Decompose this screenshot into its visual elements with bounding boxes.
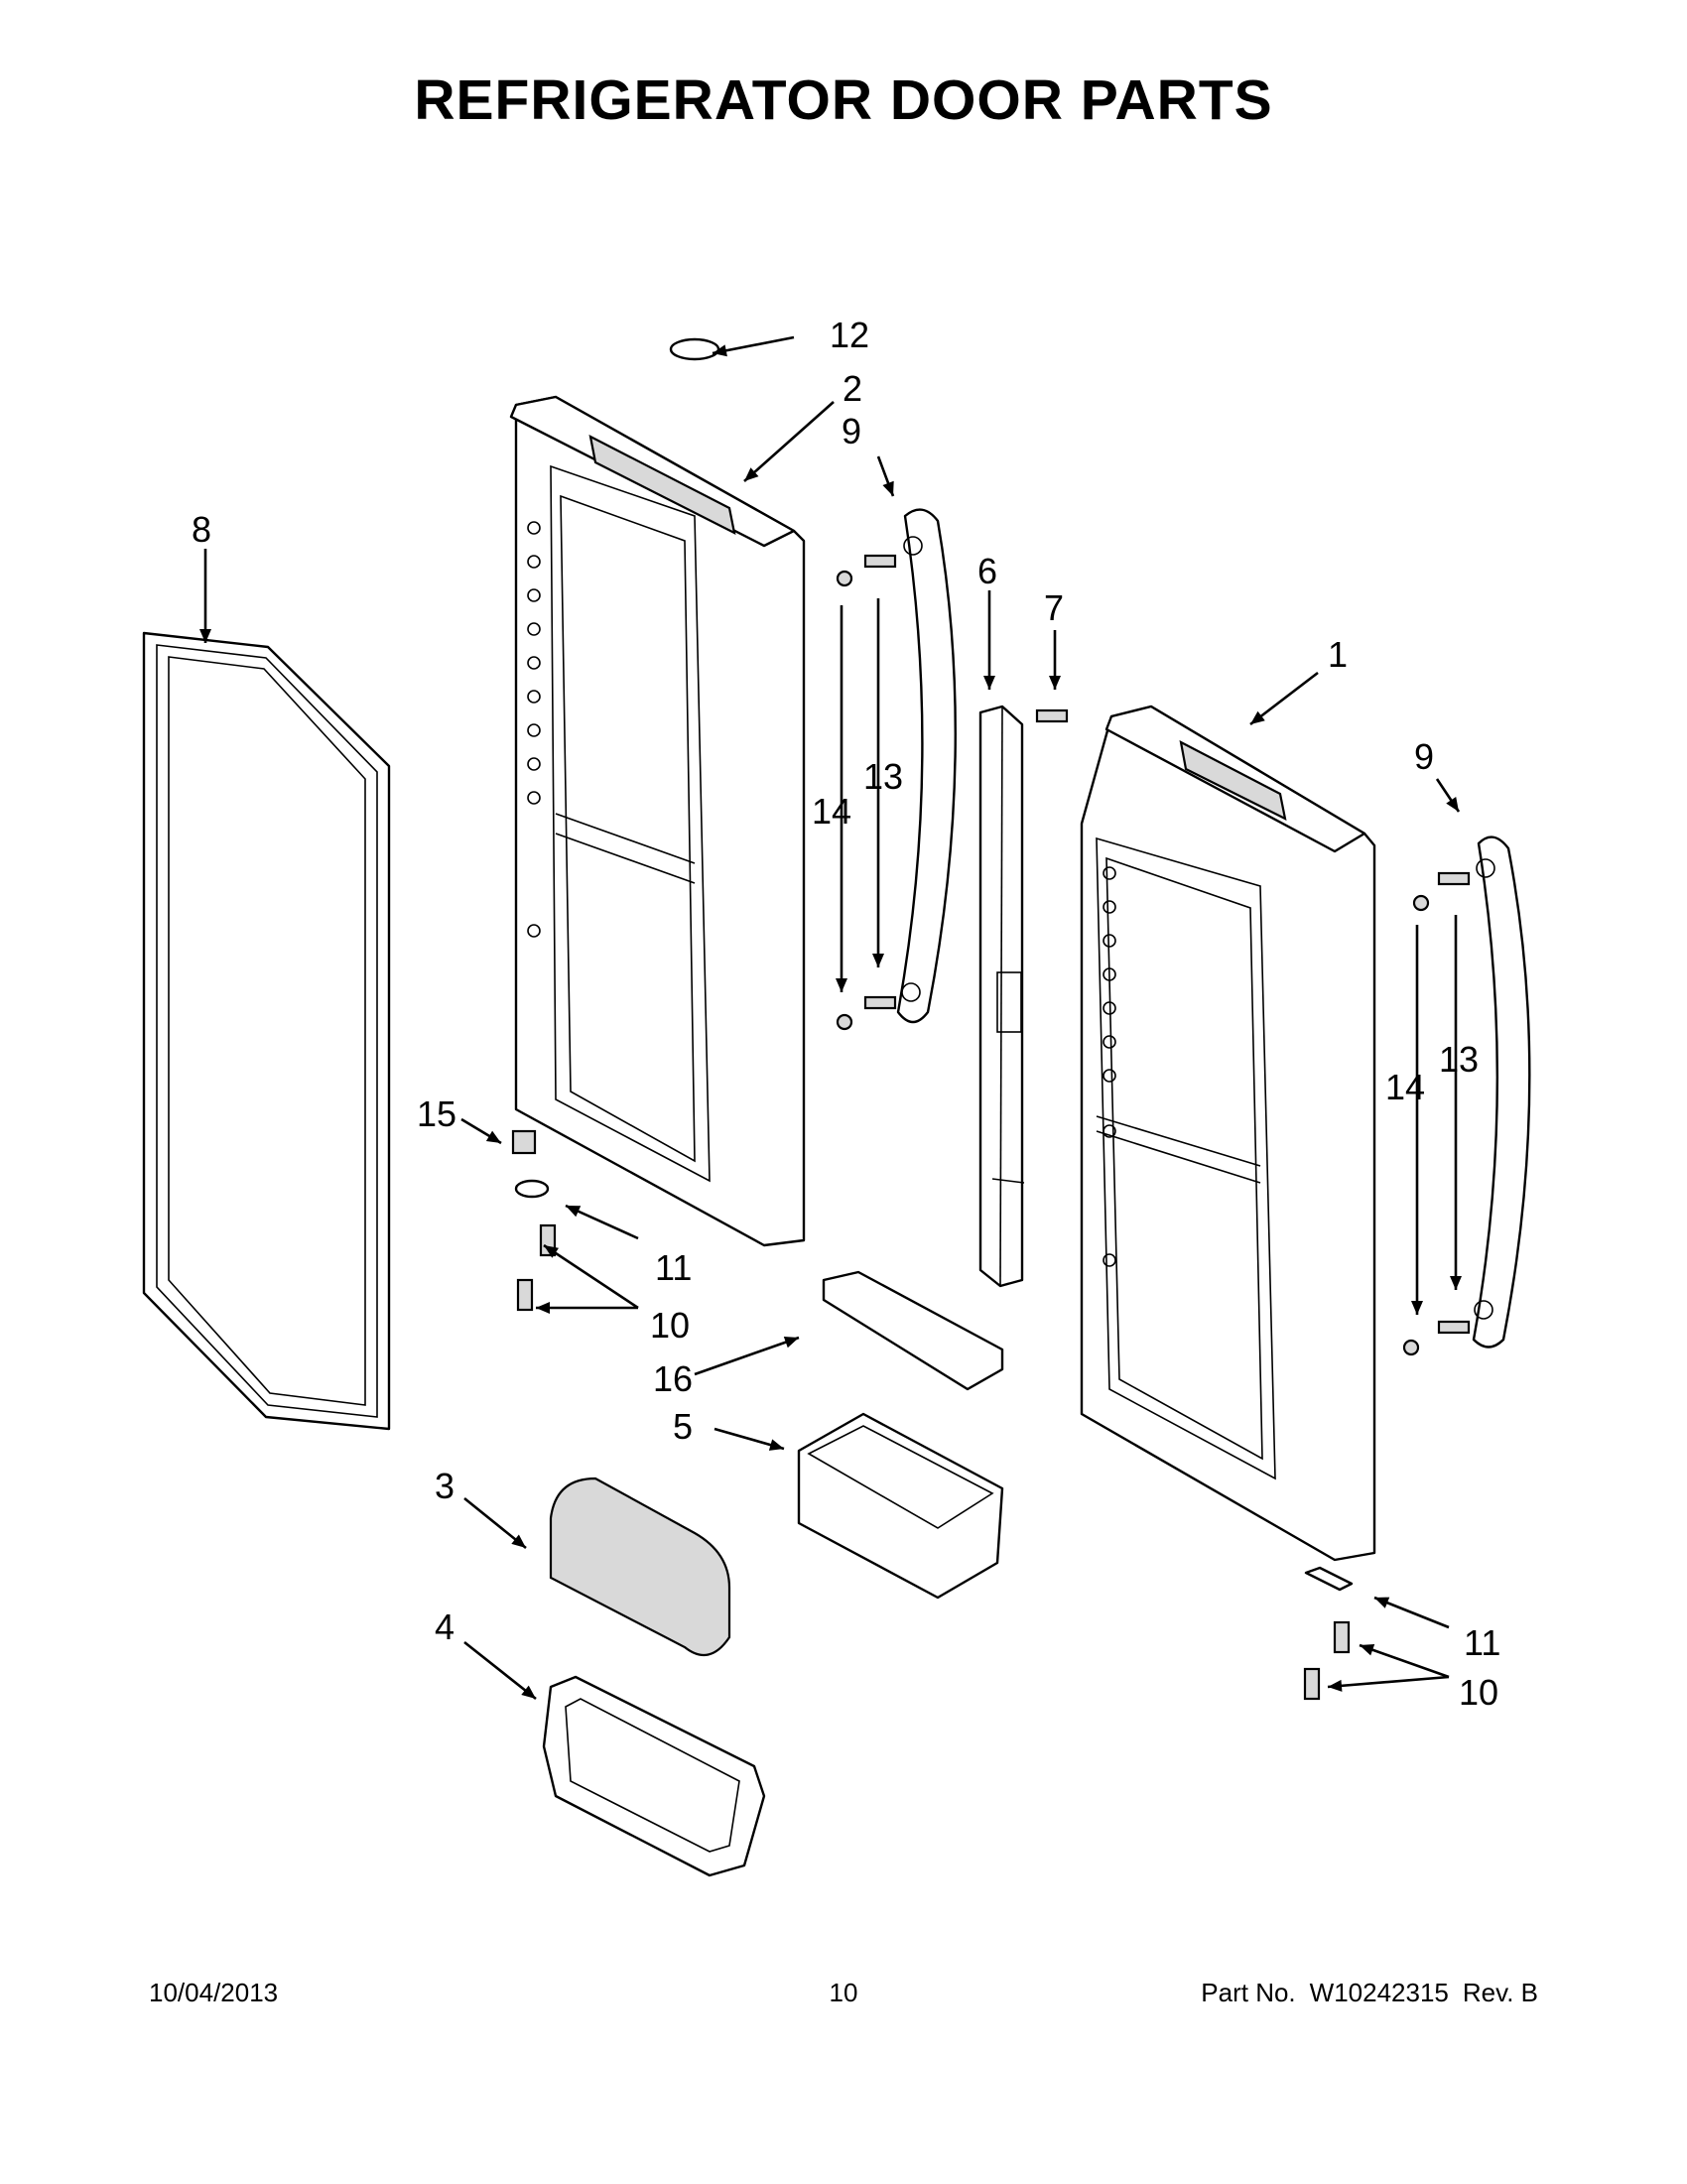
footer-page-number: 10 [829, 1978, 858, 2007]
leader-arrowhead [1446, 797, 1459, 812]
leader-lines [199, 335, 1462, 1701]
leader-arrowhead [566, 1206, 582, 1218]
leader-arrowhead [1450, 1276, 1462, 1290]
right-door-liner-part [1080, 705, 1376, 1562]
leader-arrowhead [1360, 1644, 1375, 1656]
leader-arrowhead [744, 467, 759, 481]
right-handle-screws [1402, 871, 1471, 1356]
page-title: REFRIGERATOR DOOR PARTS [414, 68, 1273, 132]
callout-5: 5 [673, 1406, 693, 1447]
shelf-cover-part [822, 1270, 1004, 1391]
leader-arrowhead [872, 954, 884, 967]
leader-arrowhead [836, 978, 847, 992]
left-handle-screws [836, 554, 897, 1031]
leader-arrowhead [983, 676, 995, 690]
leader-arrowhead [521, 1685, 536, 1699]
footer-part-number: Part No. W10242315 Rev. B [1201, 1978, 1538, 2008]
leader-arrowhead [536, 1302, 550, 1314]
callout-9-right: 9 [1414, 736, 1434, 777]
right-door-shelf-slots [1103, 866, 1116, 1267]
cap-part [669, 337, 720, 361]
callout-10-left: 10 [650, 1305, 690, 1346]
callout-13-right: 13 [1439, 1039, 1479, 1080]
left-hinge-hardware [514, 1179, 557, 1312]
left-door-liner-part [509, 395, 806, 1247]
left-door-shelf-slots [527, 521, 541, 938]
callout-15: 15 [417, 1093, 456, 1134]
callout-4: 4 [435, 1606, 454, 1647]
right-door-handle-part [1472, 835, 1531, 1349]
callout-labels: 12 2 9 8 6 7 1 9 13 14 15 11 10 16 5 3 4… [192, 315, 1500, 1713]
callout-14-left: 14 [812, 791, 851, 832]
part-number-label: Part No. [1201, 1978, 1296, 2007]
leader-arrowhead [713, 344, 727, 357]
part-number-value: W10242315 [1309, 1978, 1449, 2007]
leader-arrowhead [1328, 1679, 1343, 1692]
callout-7: 7 [1044, 587, 1064, 628]
leader-arrowhead [783, 1336, 799, 1349]
center-mullion-part [978, 705, 1025, 1288]
revision: Rev. B [1462, 1978, 1538, 2007]
callout-3: 3 [435, 1466, 454, 1506]
leader-arrowhead [544, 1245, 559, 1258]
callout-11-right: 11 [1464, 1622, 1500, 1663]
callout-1: 1 [1328, 634, 1348, 675]
callout-10-right: 10 [1459, 1672, 1498, 1713]
leader-arrowhead [768, 1439, 784, 1451]
callout-16: 16 [653, 1358, 693, 1399]
footer-date: 10/04/2013 [149, 1978, 279, 2007]
callout-14-right: 14 [1385, 1067, 1425, 1107]
leader-arrowhead [1250, 710, 1265, 724]
callout-8: 8 [192, 509, 211, 550]
leader-arrowhead [1411, 1301, 1423, 1315]
callout-9-left: 9 [842, 411, 861, 451]
leader-arrowhead [199, 629, 211, 643]
left-door-handle-part [896, 508, 957, 1024]
leader-arrowhead [511, 1534, 526, 1548]
callout-13-left: 13 [863, 756, 903, 797]
leader-arrowhead [882, 480, 894, 496]
callout-2: 2 [843, 368, 862, 409]
callout-11-left: 11 [655, 1247, 692, 1288]
crisper-bin-part [542, 1675, 766, 1877]
leader-arrowhead [485, 1130, 501, 1143]
door-gasket-part [142, 631, 391, 1431]
door-bin-part [797, 1412, 1004, 1600]
leader-arrowhead [1374, 1597, 1390, 1608]
bin-cover-part [549, 1477, 731, 1657]
right-hinge-hardware [1303, 1566, 1354, 1701]
door-closer-part [511, 1129, 537, 1155]
leader-arrowhead [1049, 676, 1061, 690]
callout-6: 6 [977, 551, 997, 591]
callout-12: 12 [830, 315, 869, 355]
mullion-screw-part [1035, 708, 1069, 723]
